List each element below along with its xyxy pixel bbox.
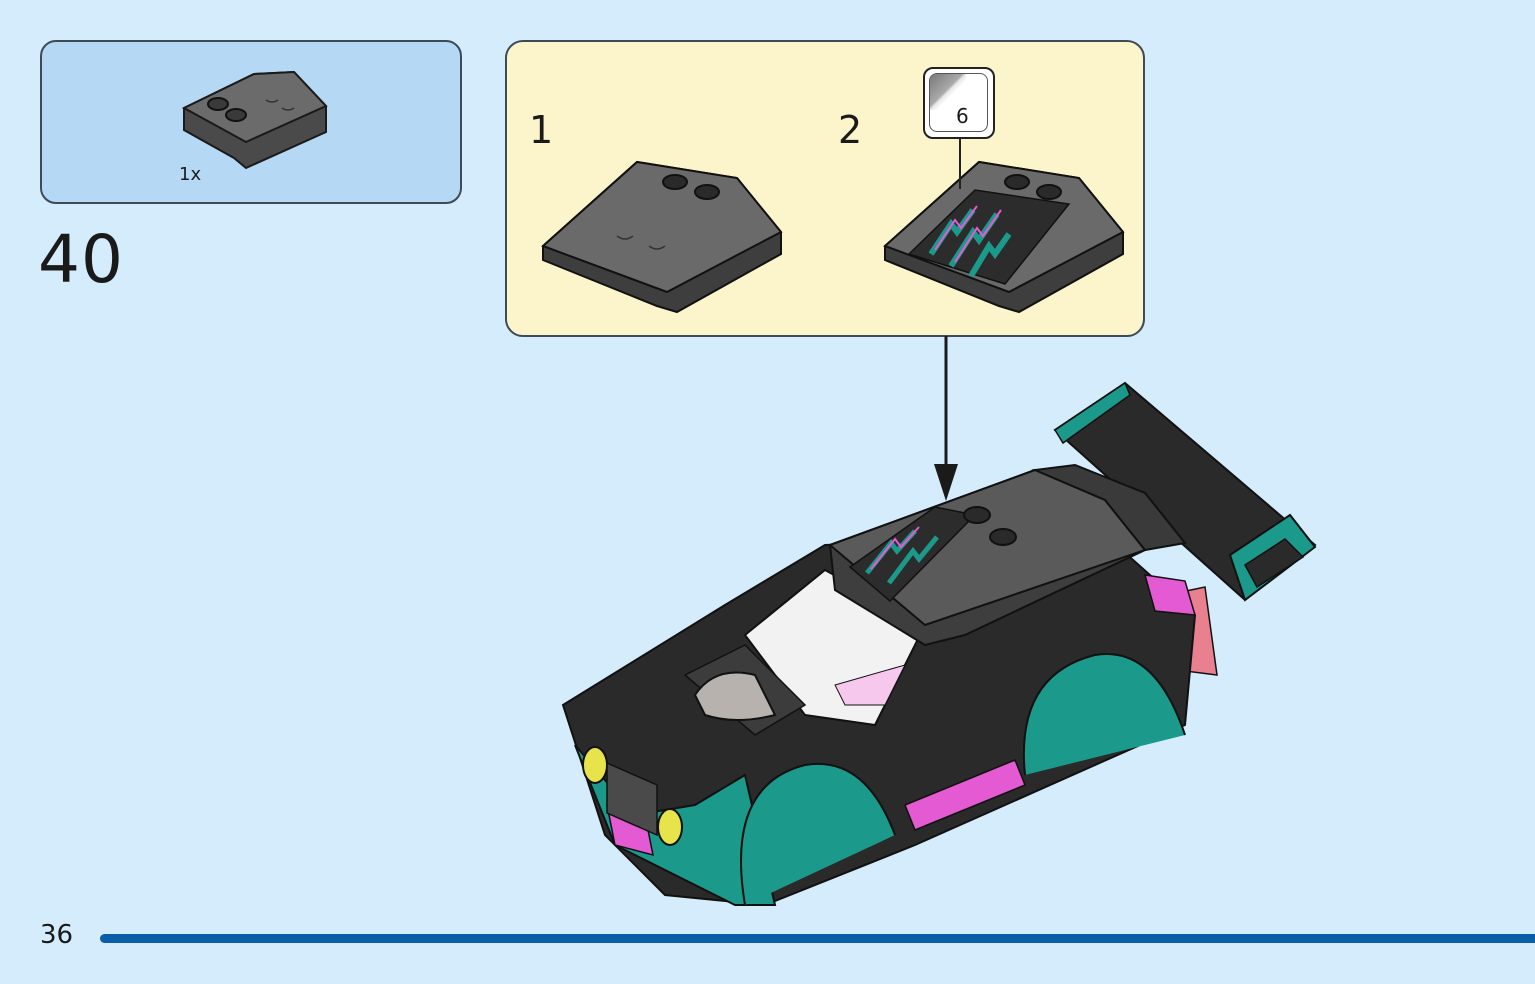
sub-step-2-part [883, 160, 1125, 314]
sticker-callout: 6 [923, 67, 995, 139]
page-number: 36 [40, 920, 74, 950]
placement-arrow-icon [934, 336, 958, 501]
sub-assembly-box: 1 2 6 [505, 40, 1145, 337]
part-quantity: 1x [179, 164, 202, 185]
sub-step-1-part [541, 160, 783, 314]
sub-step-label-1: 1 [529, 108, 554, 152]
sub-step-label-2: 2 [838, 108, 863, 152]
sticker-leader-line [959, 139, 961, 189]
step-number: 40 [38, 221, 124, 298]
parts-list-box: 1x [40, 40, 462, 204]
curved-slope-part-icon [181, 70, 328, 170]
sticker-number: 6 [956, 104, 969, 128]
page-footer-bar [100, 934, 1535, 943]
sticker-peel-icon [930, 74, 966, 110]
car-model-illustration [561, 381, 1317, 907]
